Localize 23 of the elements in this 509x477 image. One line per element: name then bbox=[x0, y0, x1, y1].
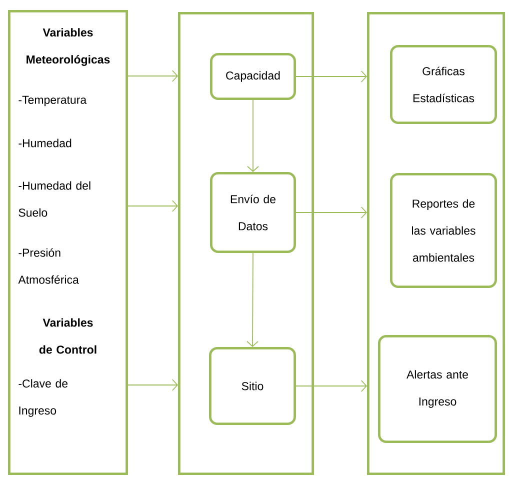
arrow bbox=[296, 206, 367, 218]
arrow bbox=[128, 70, 178, 82]
arrow bbox=[296, 70, 367, 82]
arrow bbox=[128, 379, 178, 391]
arrow bbox=[128, 200, 178, 212]
process-box: Alertas ante Ingreso bbox=[378, 335, 497, 443]
list-item: -Presión Atmosférica bbox=[18, 248, 79, 284]
list-item: -Humedad del Suelo bbox=[18, 181, 90, 217]
arrow bbox=[296, 380, 367, 392]
process-box: Capacidad bbox=[210, 53, 296, 100]
list-item: -Humedad bbox=[18, 138, 72, 148]
section-heading: Variables de Control bbox=[39, 318, 96, 354]
arrow bbox=[247, 100, 259, 172]
section-heading: Variables Meteorológicas bbox=[26, 28, 110, 66]
column-panel bbox=[367, 12, 505, 475]
column-panel bbox=[178, 12, 314, 475]
process-box: Envío de Datos bbox=[210, 172, 296, 253]
process-box: Gráficas Estadísticas bbox=[390, 45, 497, 124]
list-item: -Temperatura bbox=[18, 96, 87, 106]
process-box: Reportes de las variables ambientales bbox=[390, 173, 497, 288]
list-item: -Clave de Ingreso bbox=[18, 379, 68, 417]
arrow bbox=[246, 252, 258, 347]
process-box: Sitio bbox=[209, 347, 296, 425]
